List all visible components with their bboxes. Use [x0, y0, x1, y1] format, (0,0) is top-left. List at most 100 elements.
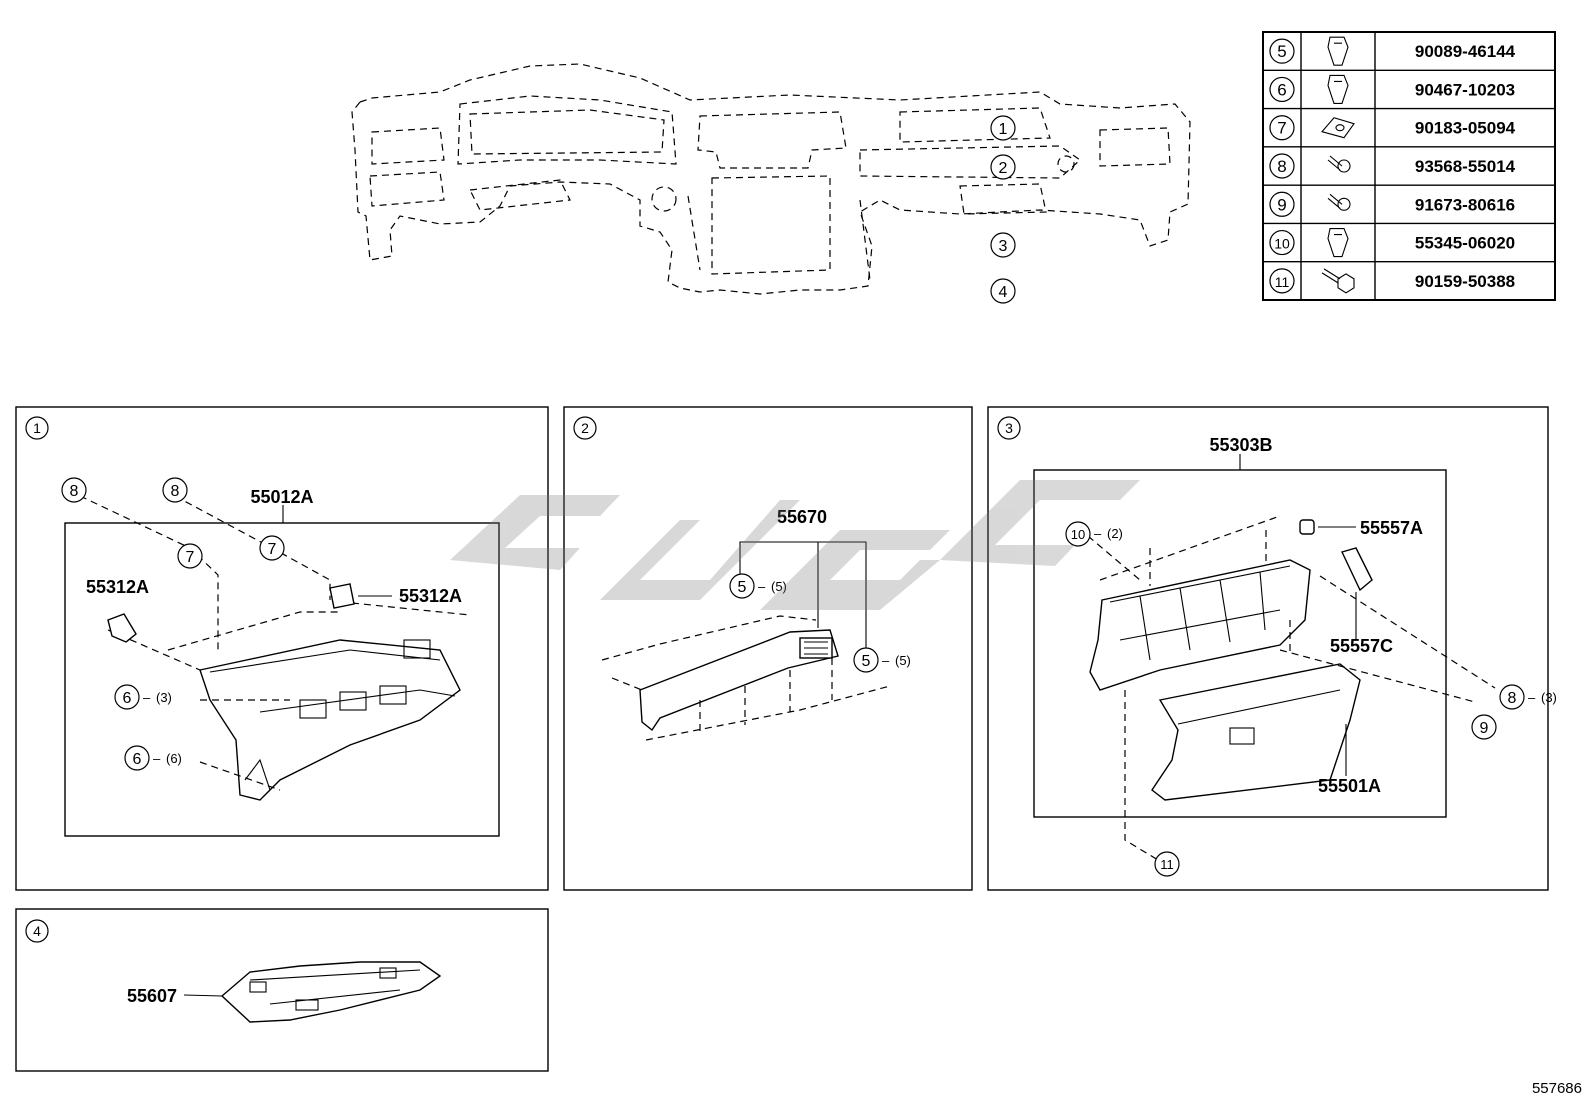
- svg-text:10: 10: [1071, 527, 1085, 542]
- overview-callout-2: 2: [990, 154, 1016, 180]
- overview-callout-1: 1: [990, 115, 1016, 141]
- part-55670-label: 55670: [777, 507, 827, 527]
- qty-8-c: –: [1528, 690, 1536, 705]
- ref-number: 7: [1277, 119, 1286, 138]
- table-row: 8 93568-55014: [1263, 146, 1555, 179]
- qty-5-b-value: (5): [895, 653, 911, 668]
- ref-number: 8: [1277, 157, 1286, 176]
- svg-text:3: 3: [999, 238, 1008, 255]
- panel-4: 4 55607: [15, 908, 549, 1072]
- part-55303B-label: 55303B: [1209, 435, 1272, 455]
- qty-5-b: –: [882, 653, 890, 668]
- fastener-table: 5 90089-46144 6 90467-10203 7 90183-05094 8 935…: [1262, 31, 1556, 301]
- part-number: 90089-46144: [1415, 42, 1516, 61]
- qty-6-b: –: [153, 751, 161, 766]
- svg-text:9: 9: [1480, 720, 1489, 737]
- overview-callout-4: 4: [990, 278, 1016, 304]
- ref-number: 10: [1274, 236, 1290, 252]
- panel-1-number: 1: [33, 420, 41, 436]
- part-55557C-label: 55557C: [1330, 636, 1393, 656]
- callout-6-b: 6: [124, 745, 150, 771]
- ref-circle: [1269, 115, 1295, 141]
- overview-callout-3: 3: [990, 232, 1016, 258]
- table-row: 10 55345-06020: [1263, 222, 1555, 258]
- ref-number: 6: [1277, 80, 1286, 99]
- part-55607-label: 55607: [127, 986, 177, 1006]
- qty-6-a: –: [143, 690, 151, 705]
- panel-1: 1 55012A 55312A 55312A 8 8 7 7 6 – (3): [15, 406, 549, 891]
- clip-icon: [1327, 36, 1349, 66]
- ref-circle: [1269, 229, 1295, 256]
- svg-text:7: 7: [186, 549, 195, 566]
- svg-text:5: 5: [862, 653, 871, 670]
- clip-icon: [1327, 228, 1349, 258]
- panel-4-number: 4: [33, 923, 41, 939]
- callout-7-b: 7: [259, 535, 285, 561]
- ref-number: 9: [1277, 195, 1286, 214]
- callout-8-b: 8: [162, 477, 188, 503]
- ref-circle: [1269, 268, 1295, 294]
- callout-7-a: 7: [177, 543, 203, 569]
- svg-text:1: 1: [999, 121, 1008, 138]
- svg-text:8: 8: [1508, 690, 1517, 707]
- table-row: 6 90467-10203: [1263, 69, 1555, 104]
- ref-number: 5: [1277, 42, 1286, 61]
- qty-10: –: [1094, 526, 1102, 541]
- svg-text:2: 2: [999, 160, 1008, 177]
- part-number: 93568-55014: [1415, 157, 1516, 176]
- svg-text:8: 8: [70, 483, 79, 500]
- qty-10-value: (2): [1107, 526, 1123, 541]
- part-number: 55345-06020: [1415, 234, 1515, 253]
- part-number: 90183-05094: [1415, 119, 1516, 138]
- ref-circle: [1269, 191, 1295, 217]
- qty-8-c-value: (3): [1541, 690, 1557, 705]
- clip-55312A-left-icon: [107, 613, 137, 643]
- clip-55312A-right-icon: [329, 583, 355, 609]
- svg-text:8: 8: [171, 483, 180, 500]
- table-row: 5 90089-46144: [1269, 36, 1516, 66]
- damper-55557C-icon: [1341, 547, 1373, 592]
- nut-clip-icon: [1321, 117, 1355, 139]
- bolt-icon: [1321, 268, 1355, 294]
- ref-number: 11: [1275, 274, 1290, 290]
- callout-8-c: 8: [1499, 684, 1525, 710]
- ref-circle: [1269, 153, 1295, 179]
- ref-circle: [1269, 76, 1295, 103]
- stopper-55557A-icon: [1299, 519, 1315, 535]
- callout-11: 11: [1154, 851, 1180, 877]
- svg-text:6: 6: [123, 690, 132, 707]
- qty-5-a: –: [758, 579, 766, 594]
- svg-text:4: 4: [999, 284, 1008, 301]
- callout-9: 9: [1471, 714, 1497, 740]
- qty-6-a-value: (3): [156, 690, 172, 705]
- part-55312A-left-label: 55312A: [86, 577, 149, 597]
- svg-text:5: 5: [738, 579, 747, 596]
- part-number: 90159-50388: [1415, 272, 1515, 291]
- table-row: 11 90159-50388: [1263, 261, 1555, 294]
- part-55557A-label: 55557A: [1360, 518, 1423, 538]
- watermark-logo: [450, 480, 1140, 610]
- panel-2: 2 55670 5 – (5) 5 – (5): [563, 406, 973, 891]
- table-row: 7 90183-05094: [1263, 107, 1555, 141]
- part-55501A-label: 55501A: [1318, 776, 1381, 796]
- svg-text:7: 7: [268, 541, 277, 558]
- panel-3: 3 55303B 55557A 55557C 55501A 10 – (2) 8: [987, 406, 1557, 891]
- dashboard-overview: 1 2 3 4: [351, 63, 1191, 304]
- screw-icon: [1327, 155, 1351, 173]
- diagram-id: 557686: [1532, 1080, 1582, 1097]
- part-55012A-label: 55012A: [250, 487, 313, 507]
- part-number: 90467-10203: [1415, 80, 1515, 99]
- callout-10: 10: [1065, 521, 1091, 547]
- callout-6-a: 6: [114, 684, 140, 710]
- ref-circle: [1269, 38, 1295, 64]
- panel-3-number: 3: [1005, 420, 1013, 436]
- table-row: 9 91673-80616: [1263, 184, 1555, 217]
- screw-icon: [1327, 193, 1351, 211]
- part-55312A-right-label: 55312A: [399, 586, 462, 606]
- part-number: 91673-80616: [1415, 195, 1515, 214]
- panel-2-number: 2: [581, 420, 589, 436]
- callout-5-a: 5: [729, 573, 755, 599]
- qty-5-a-value: (5): [771, 579, 787, 594]
- qty-6-b-value: (6): [166, 751, 182, 766]
